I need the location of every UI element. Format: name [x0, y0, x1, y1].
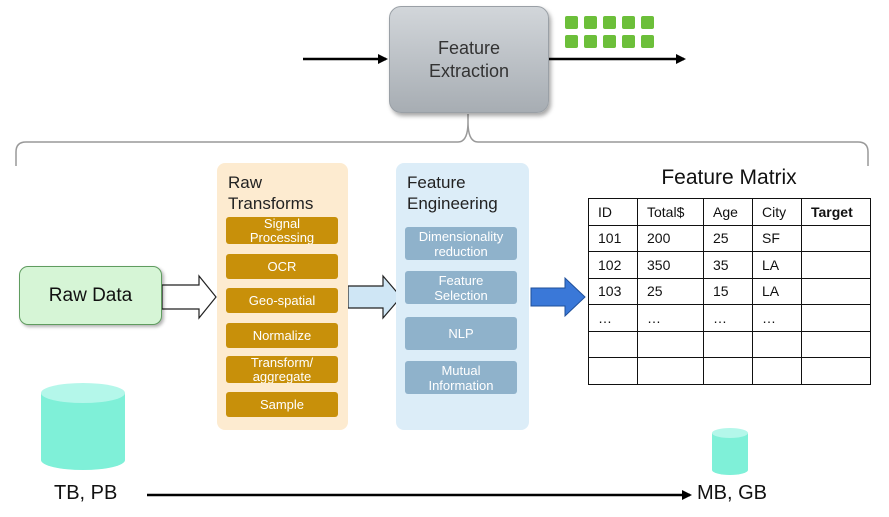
feature-matrix-title: Feature Matrix	[661, 166, 797, 189]
table-cell: LA	[752, 277, 802, 305]
table-cell: …	[703, 304, 753, 332]
table-cell: LA	[752, 251, 802, 279]
table-row: 103 25 15 LA	[588, 277, 871, 305]
table-cell: 25	[637, 277, 704, 305]
table-cell: 15	[703, 277, 753, 305]
transform-item: OCR	[226, 254, 338, 279]
feature-extraction-box: Feature Extraction	[389, 6, 549, 113]
engineering-item: NLP	[405, 317, 517, 350]
table-cell	[703, 330, 753, 358]
table-cell: 101	[588, 224, 638, 252]
table-cell	[703, 357, 753, 385]
transform-item: Sample	[226, 392, 338, 417]
table-cell: 103	[588, 277, 638, 305]
table-cell	[801, 330, 871, 358]
column-header: City	[752, 198, 802, 226]
engineering-item-line1: Feature	[438, 272, 484, 288]
table-cell	[752, 357, 802, 385]
engineering-item-line1: NLP	[448, 326, 474, 341]
raw-data-label: Raw Data	[48, 284, 133, 306]
table-cell	[801, 277, 871, 305]
raw-transforms-title: Raw Transforms	[228, 172, 313, 214]
table-cell	[801, 251, 871, 279]
blue-arrow-3	[530, 276, 586, 318]
feature-engineering-title-line2: Engineering	[407, 194, 498, 213]
table-cell: 35	[703, 251, 753, 279]
transform-item-line1: Normalize	[252, 327, 312, 343]
table-cell	[801, 224, 871, 252]
expansion-bracket	[15, 114, 869, 166]
table-row	[588, 330, 871, 358]
table-cell: …	[588, 304, 638, 332]
table-row: 102 350 35 LA	[588, 251, 871, 279]
table-cell: 200	[637, 224, 704, 252]
table-cell: …	[637, 304, 704, 332]
table-cell: 102	[588, 251, 638, 279]
table-cell	[637, 357, 704, 385]
light-arrow-2	[347, 274, 402, 320]
transform-item-line1: Signal	[263, 217, 301, 231]
table-cell: …	[752, 304, 802, 332]
transform-item-line1: Transform/	[250, 356, 314, 370]
table-header-row: ID Total$ Age City Target	[588, 198, 871, 226]
table-row: … … … …	[588, 304, 871, 332]
table-cell	[801, 304, 871, 332]
feature-vector-icon	[565, 16, 654, 48]
hollow-arrow-1	[161, 274, 217, 320]
engineering-item-line1: Dimensionality	[418, 228, 504, 244]
engineering-item-line2: Information	[428, 377, 494, 393]
transform-item-line1: Geo-spatial	[248, 292, 316, 308]
transform-item-line1: OCR	[267, 258, 297, 274]
table-cell: SF	[752, 224, 802, 252]
scale-left-label: TB, PB	[54, 482, 118, 504]
large-storage-icon	[41, 383, 125, 470]
transform-item-line2: aggregate	[252, 368, 312, 383]
raw-data-box: Raw Data	[19, 266, 162, 325]
engineering-item-line2: reduction	[434, 243, 488, 259]
scale-right-label: MB, GB	[697, 482, 768, 504]
feature-engineering-title: Feature Engineering	[407, 172, 498, 214]
table-cell	[637, 330, 704, 358]
table-cell: 350	[637, 251, 704, 279]
column-header: ID	[588, 198, 638, 226]
transform-item: Transform/aggregate	[226, 356, 338, 383]
feature-extraction-line1: Feature	[437, 37, 501, 58]
engineering-item-line1: Mutual	[441, 362, 481, 378]
transform-item: Normalize	[226, 323, 338, 348]
table-cell	[588, 357, 638, 385]
column-header: Total$	[637, 198, 704, 226]
transform-item-line1: Sample	[259, 396, 305, 412]
feature-extraction-line2: Extraction	[428, 60, 510, 81]
engineering-item-line2: Selection	[434, 287, 488, 303]
feature-engineering-title-line1: Feature	[407, 173, 466, 192]
transform-item-line2: Processing	[249, 229, 315, 244]
table-cell	[752, 330, 802, 358]
column-header: Age	[703, 198, 753, 226]
table-cell: 25	[703, 224, 753, 252]
table-cell	[588, 330, 638, 358]
raw-transforms-title-line1: Raw	[228, 173, 263, 192]
raw-transforms-title-line2: Transforms	[228, 194, 314, 213]
small-storage-icon	[712, 428, 748, 475]
table-cell	[801, 357, 871, 385]
feature-matrix-table: ID Total$ Age City Target 101 200 25 SF …	[588, 198, 871, 385]
column-header: Target	[801, 198, 871, 226]
table-row: 101 200 25 SF	[588, 224, 871, 252]
table-row	[588, 357, 871, 385]
transform-item: Geo-spatial	[226, 288, 338, 313]
